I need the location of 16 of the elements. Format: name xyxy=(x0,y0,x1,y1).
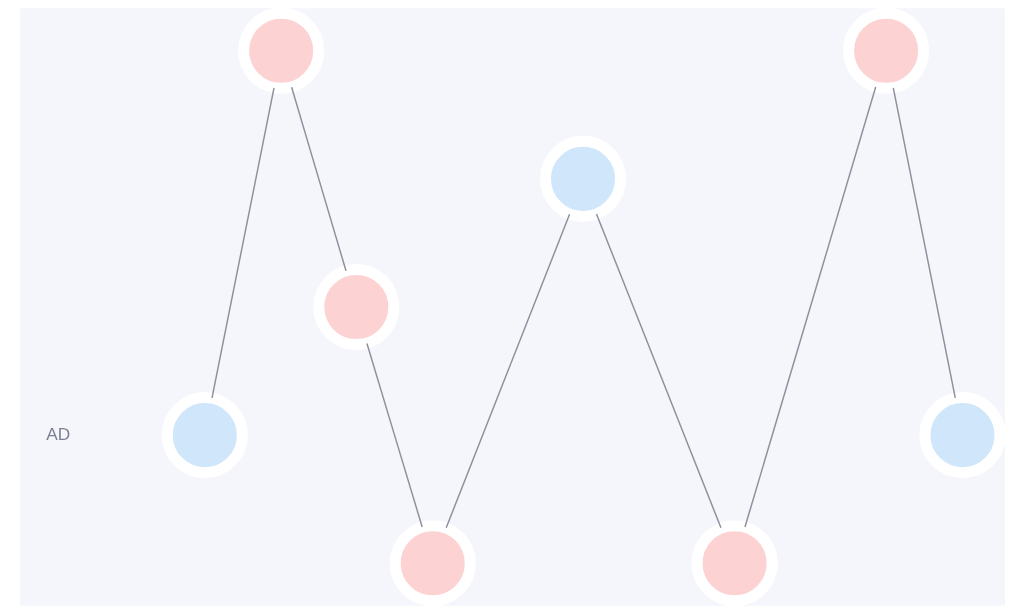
node-circle xyxy=(842,8,929,94)
connector xyxy=(595,213,722,529)
connector xyxy=(743,86,876,528)
node-circle xyxy=(918,392,1005,479)
node-circle xyxy=(389,520,476,606)
connector xyxy=(445,213,570,529)
node-circle xyxy=(312,263,399,351)
connector xyxy=(365,342,423,528)
connector xyxy=(290,86,347,272)
node-circle xyxy=(237,8,324,94)
label: AD xyxy=(45,423,70,444)
connector xyxy=(210,87,275,399)
connector xyxy=(892,87,956,399)
node-circle xyxy=(161,392,248,479)
node-circle xyxy=(690,520,778,606)
node-circle xyxy=(539,135,626,222)
